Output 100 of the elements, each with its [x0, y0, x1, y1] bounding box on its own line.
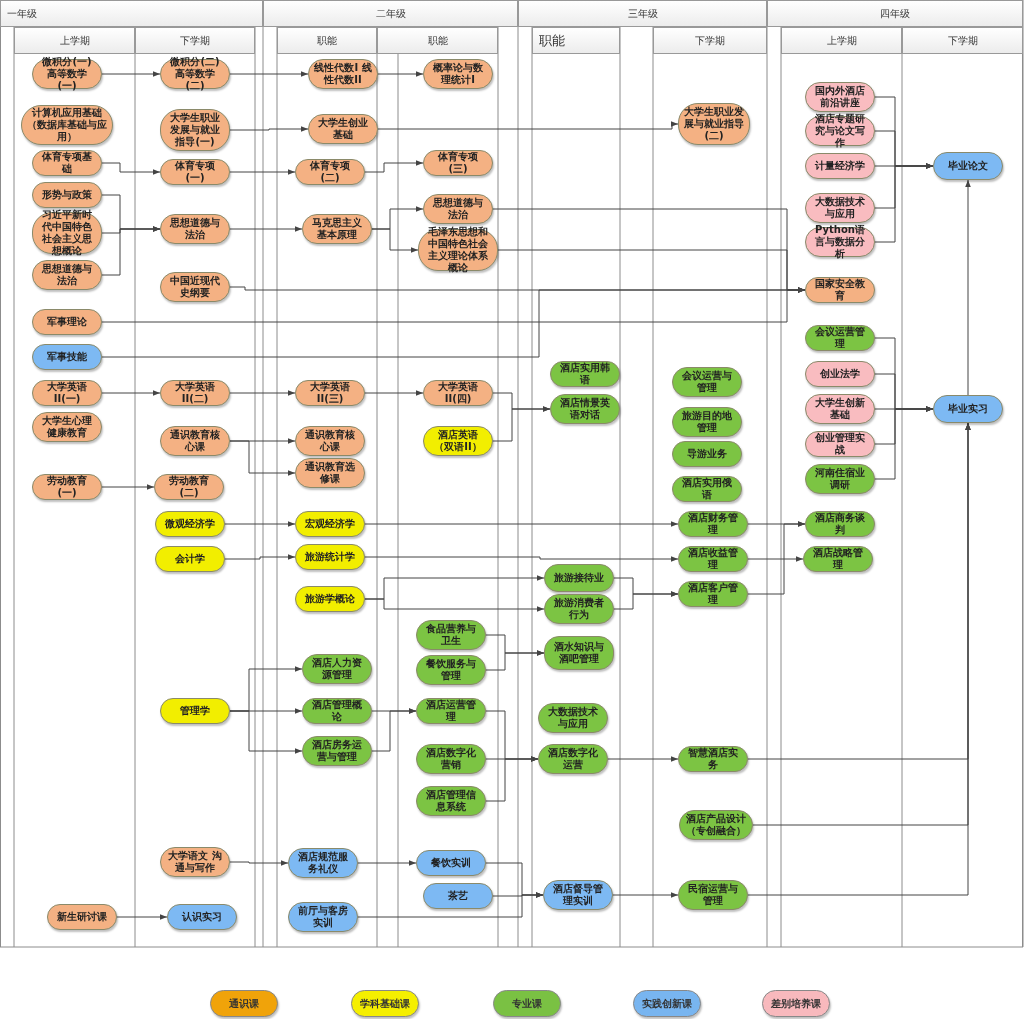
arrow: [485, 650, 545, 671]
course-box: 酒店战略管理: [803, 546, 873, 572]
course-box: 概率论与数理统计I: [423, 59, 493, 89]
course-box: 餐饮服务与管理: [416, 655, 486, 685]
course-box: 体育专项(一): [160, 159, 230, 185]
arrow: [229, 390, 296, 396]
course-box: 国家安全教育: [805, 277, 875, 303]
arrow: [607, 756, 679, 762]
course-box: 军事理论: [32, 309, 102, 335]
legend-item: 差别培养课: [762, 990, 830, 1017]
course-box: 通识教育核心课: [160, 426, 230, 456]
course-box: 酒店财务管理: [678, 511, 748, 537]
course-box: 管理学: [160, 698, 230, 724]
course-box: 会议运营与管理: [672, 367, 742, 397]
arrow: [229, 440, 296, 476]
course-box: 劳动教育(二): [154, 474, 224, 500]
course-box: 创业管理实战: [805, 431, 875, 457]
arrow: [229, 710, 303, 754]
arrow: [492, 406, 551, 442]
course-box: 思想道德与法治: [32, 260, 102, 290]
arrow: [613, 591, 679, 610]
course-box: 食品营养与卫生: [416, 620, 486, 650]
arrow: [747, 556, 804, 562]
course-box: 旅游统计学: [295, 544, 365, 570]
course-box: 体育专项(二): [295, 159, 365, 185]
arrow: [224, 554, 296, 560]
course-box: 大学生心理健康教育: [32, 412, 102, 442]
course-box: 马克思主义基本原理: [302, 214, 372, 244]
arrow: [101, 287, 806, 358]
course-box: 酒店运营管理: [416, 698, 486, 724]
course-box: 大学英语II(一): [32, 380, 102, 406]
arrow: [612, 892, 679, 898]
arrow: [371, 708, 417, 752]
course-box: 计量经济学: [805, 153, 875, 179]
course-box: 酒店管理信息系统: [416, 786, 486, 816]
course-box: 大学英语II(四): [423, 380, 493, 406]
arrow: [101, 162, 161, 175]
lane-header: 一年级: [0, 0, 263, 27]
arrow: [229, 71, 309, 77]
lane-header: 下学期: [653, 27, 767, 54]
arrow: [485, 756, 539, 802]
course-box: 大学英语II(二): [160, 380, 230, 406]
course-box: 酒店收益管理: [678, 546, 748, 572]
lane-header: 四年级: [767, 0, 1023, 27]
lane-header: 职能: [377, 27, 498, 54]
course-box: 大学生职业发展与就业指导(一): [160, 109, 230, 151]
arrow: [364, 390, 424, 396]
arrow: [229, 126, 309, 132]
course-box: 大学生创新基础: [805, 394, 875, 424]
legend-item: 学科基础课: [351, 990, 419, 1017]
course-box: 酒店实用韩语: [550, 361, 620, 387]
course-box: 酒店英语（双语II）: [423, 426, 493, 456]
arrow: [364, 521, 679, 527]
course-box: 思想道德与法治: [423, 194, 493, 224]
course-box: 会计学: [155, 546, 225, 572]
lane-header: 下学期: [902, 27, 1023, 54]
course-box: 民宿运营与管理: [678, 880, 748, 910]
arrow: [965, 179, 971, 396]
course-box: 微观经济学: [155, 511, 225, 537]
lane-header: 三年级: [518, 0, 767, 27]
course-box: 酒店产品设计（专创融合）: [679, 810, 753, 840]
course-box: 酒店情景英语对话: [550, 394, 620, 424]
course-box: 酒店房务运营与管理: [302, 736, 372, 766]
course-box: 餐饮实训: [416, 850, 486, 876]
course-box: 前厅与客房实训: [288, 902, 358, 932]
arrow: [364, 556, 679, 562]
course-box: 导游业务: [672, 441, 742, 467]
arrow: [224, 521, 296, 527]
course-box: 思想道德与法治: [160, 214, 230, 244]
lane-header: 上学期: [14, 27, 135, 54]
legend-item: 通识课: [210, 990, 278, 1017]
course-box: 酒店规范服务礼仪: [288, 848, 358, 878]
lane-header: 二年级: [263, 0, 518, 27]
arrow: [101, 484, 155, 490]
course-box: 智慧酒店实务: [678, 746, 748, 772]
arrow: [747, 521, 806, 595]
course-box: 国内外酒店前沿讲座: [805, 82, 875, 112]
course-box: 旅游目的地管理: [672, 407, 742, 437]
course-box: 酒店客户管理: [678, 581, 748, 607]
course-box: 创业法学: [805, 361, 875, 387]
course-box: 酒店管理概论: [302, 698, 372, 724]
arrow: [229, 860, 289, 866]
course-box: 大学英语II(三): [295, 380, 365, 406]
lane-header: 职能: [277, 27, 377, 54]
arrow: [229, 169, 296, 175]
course-box: 体育专项基础: [32, 150, 102, 176]
legend-item: 专业课: [493, 990, 561, 1017]
course-box: 酒店督导管理实训: [543, 880, 613, 910]
course-box: 大学生职业发展与就业指导(二): [678, 103, 750, 145]
lane-header: 上学期: [781, 27, 902, 54]
course-box: 酒店数字化营销: [416, 744, 486, 774]
arrow: [874, 406, 934, 480]
course-box: 毕业实习: [933, 395, 1003, 423]
lane-header: 下学期: [135, 27, 255, 54]
lane-header: 职能: [532, 27, 620, 54]
course-box: 茶艺: [423, 883, 493, 909]
arrow: [364, 160, 424, 173]
course-box: 通识教育选修课: [295, 458, 365, 488]
course-box: 军事技能: [32, 344, 102, 370]
course-box: 会议运营管理: [805, 325, 875, 351]
